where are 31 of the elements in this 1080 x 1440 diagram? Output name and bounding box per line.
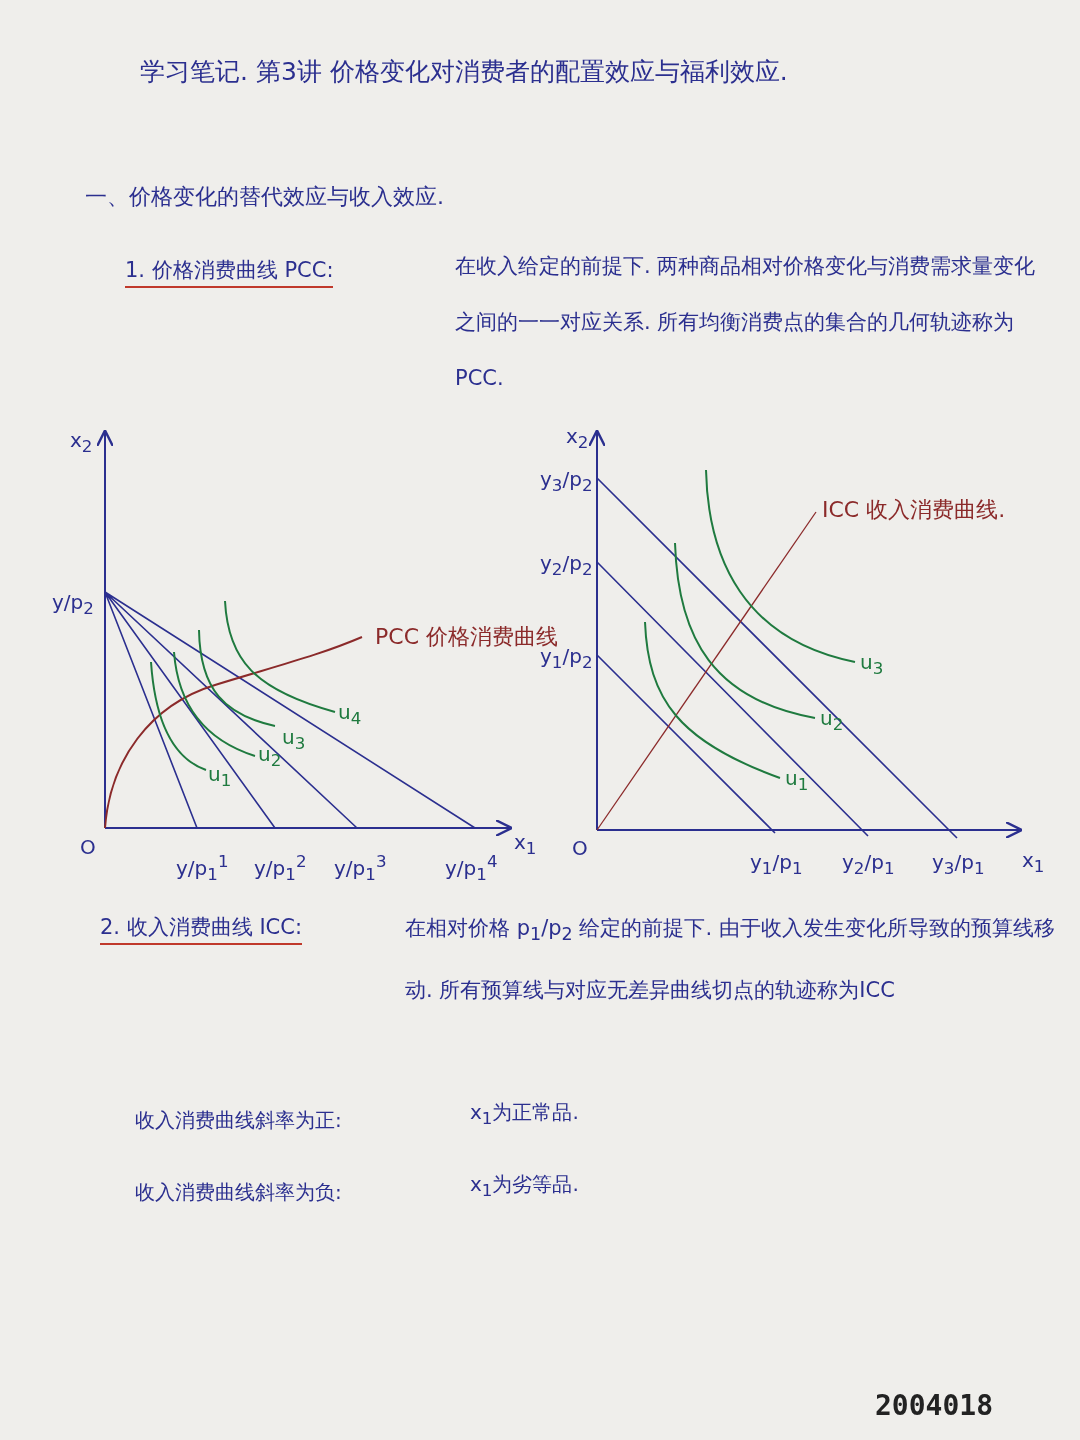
axis-intercept-label: y$_{3}$/p$_{2}$ [540, 467, 593, 497]
axis-label: x$_{2}$ [70, 428, 93, 458]
definition-paragraph: 在收入给定的前提下. 两种商品相对价格变化与消费需求量变化之间的一一对应关系. 所有均衡消费点的集合的几何轨迹称为 PCC. [455, 253, 1037, 392]
definition-paragraph: 在相对价格 p$_{1}$/p$_{2}$ 给定的前提下. 由于收入发生变化所导致的预算线移动. 所有预算线与对应无差异曲线切点的轨迹称为ICC [405, 915, 1055, 1005]
curve-label: u$_{4}$ [338, 700, 362, 730]
section-heading: 一、价格变化的替代效应与收入效应. [85, 185, 444, 209]
note-text: x$_{1}$为正常品. [470, 1100, 579, 1130]
axis-label: x$_{1}$ [1022, 848, 1045, 878]
axis-intercept-label: y$_{2}$/p$_{2}$ [540, 551, 593, 581]
origin-label: O [572, 836, 588, 860]
curve-label: ICC 收入消费曲线. [822, 498, 1006, 522]
axis-label: x$_{1}$ [514, 830, 537, 860]
axis-label: x$_{2}$ [566, 424, 589, 454]
page-title: 学习笔记. 第3讲 价格变化对消费者的配置效应与福利效应. [140, 60, 788, 84]
note-text: 收入消费曲线斜率为负: [135, 1180, 342, 1204]
axis-intercept-label: y$_{1}$/p$_{1}$ [750, 850, 803, 880]
axis-intercept-label: y$_{3}$/p$_{1}$ [932, 850, 985, 880]
note-text: x$_{1}$为劣等品. [470, 1172, 579, 1202]
curve-label: u$_{1}$ [208, 762, 232, 792]
curve-label: u$_{1}$ [785, 766, 809, 796]
stamp-number: 2004018 [875, 1390, 993, 1422]
curve-label: u$_{3}$ [282, 725, 306, 755]
curve-label: u$_{2}$ [258, 742, 282, 772]
axis-intercept-label: y/p$_{2}$ [52, 590, 94, 620]
subsection-heading: 2. 收入消费曲线 ICC: [100, 915, 302, 945]
note-text: 收入消费曲线斜率为正: [135, 1108, 342, 1132]
origin-label: O [80, 835, 96, 859]
curve-label: u$_{3}$ [860, 650, 884, 680]
curve-label: u$_{2}$ [820, 706, 844, 736]
axis-intercept-label: y$_{2}$/p$_{1}$ [842, 850, 895, 880]
subsection-heading: 1. 价格消费曲线 PCC: [125, 258, 334, 288]
